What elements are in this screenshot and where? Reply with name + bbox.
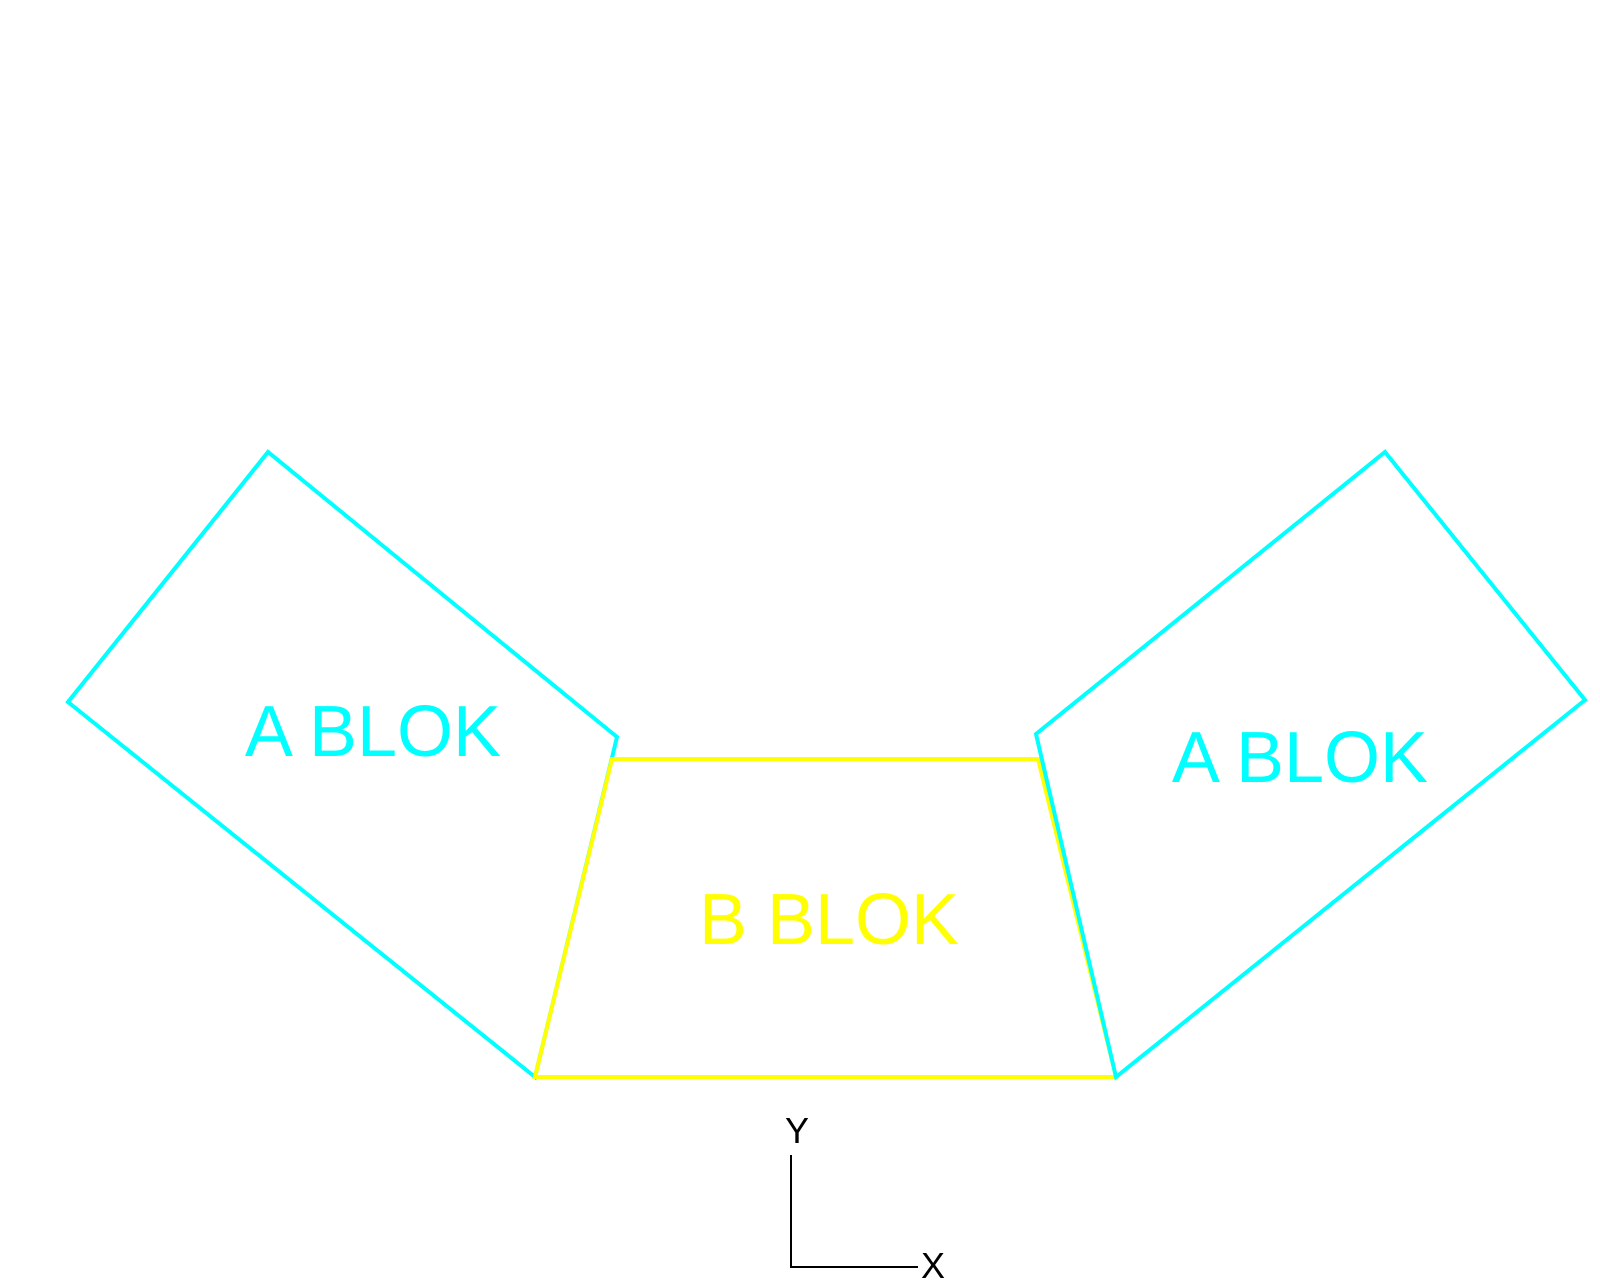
axis-y-label: Y bbox=[785, 1110, 809, 1151]
block-a-left-label: A BLOK bbox=[245, 692, 501, 772]
block-a-left: A BLOK bbox=[65, 449, 620, 1081]
axes-lines bbox=[790, 1155, 918, 1268]
block-a-right: A BLOK bbox=[1033, 449, 1588, 1081]
block-a-right-label: A BLOK bbox=[1172, 718, 1428, 798]
block-b-center-label: B BLOK bbox=[699, 880, 959, 960]
axis-x-label: X bbox=[921, 1245, 945, 1280]
block-a-right-outline bbox=[1033, 449, 1588, 1081]
axes-indicator: Y X bbox=[785, 1110, 945, 1280]
block-b-center: B BLOK bbox=[532, 757, 1119, 1079]
